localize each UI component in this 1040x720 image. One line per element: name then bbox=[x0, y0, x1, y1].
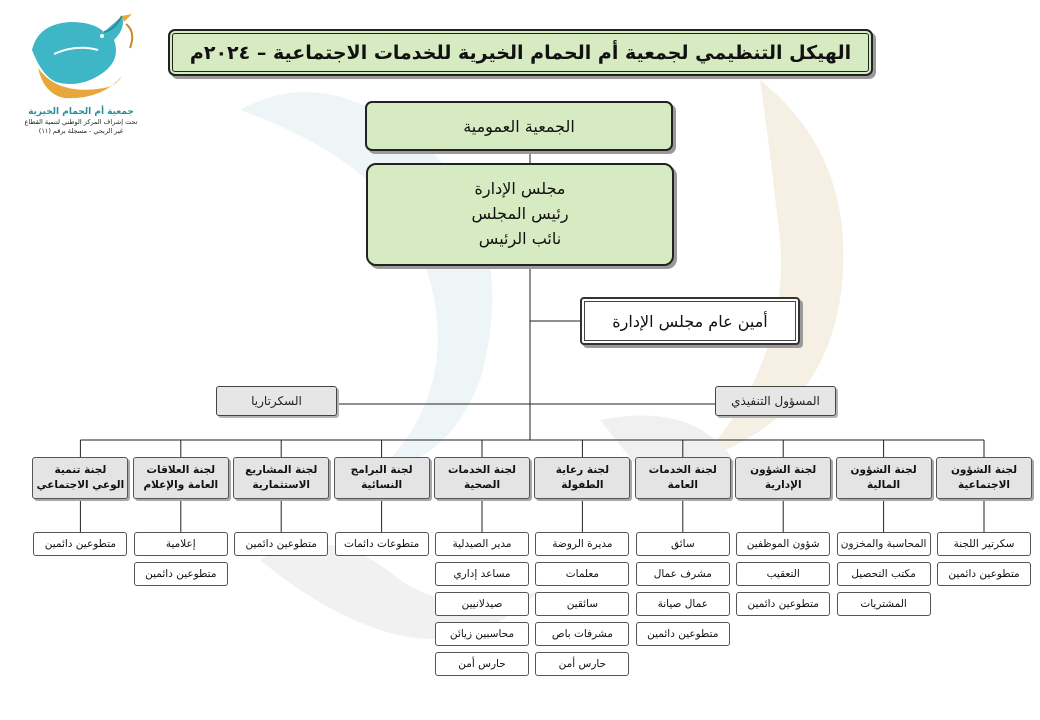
committee-item: مدير الصيدلية bbox=[435, 532, 529, 556]
general-assembly-box: الجمعية العمومية bbox=[365, 101, 673, 151]
executive-officer-label: المسؤول التنفيذي bbox=[731, 394, 820, 408]
committee-item: متطوعين دائمين bbox=[635, 622, 730, 646]
committee-item: معلمات bbox=[535, 562, 630, 586]
committee-title-line: لجنة الشؤون bbox=[750, 463, 817, 476]
committee-item: مساعد إداري bbox=[435, 562, 529, 586]
committee-item: مكتب التحصيل bbox=[836, 562, 931, 586]
committee-item: متطوعين دائمين bbox=[133, 562, 228, 586]
committee-box: لجنة الشؤون الإدارية bbox=[735, 457, 832, 499]
secretariat-box: السكرتاريا bbox=[216, 386, 337, 416]
logo-name: جمعية أم الحمام الخيرية bbox=[28, 107, 134, 117]
committee-item: شؤون الموظفين bbox=[736, 532, 831, 556]
committee-title-line: لجنة رعاية bbox=[555, 463, 610, 476]
committee-item: المحاسبة والمخزون bbox=[836, 532, 931, 556]
dove-logo-icon bbox=[32, 14, 134, 99]
committee-title-line: الاجتماعية bbox=[957, 479, 1011, 491]
committee-item: متطوعين دائمين bbox=[937, 562, 1031, 586]
committee-item: مديرة الروضة bbox=[535, 532, 630, 556]
chart-title: الهيكل التنظيمي لجمعية أم الحمام الخيرية… bbox=[168, 29, 873, 76]
committee-item: سكرتير اللجنة bbox=[937, 532, 1031, 556]
committee-box: لجنة الشؤون المالية bbox=[835, 457, 932, 499]
committee-item: حارس أمن bbox=[535, 652, 630, 676]
committee-item: مشرفات باص bbox=[535, 622, 630, 646]
committee-title-line: لجنة الخدمات bbox=[648, 463, 717, 476]
committee-item: متطوعات دائمات bbox=[334, 532, 429, 556]
board-box: مجلس الإدارة رئيس المجلس نائب الرئيس bbox=[366, 163, 674, 266]
board-secretary-label: أمين عام مجلس الإدارة bbox=[612, 311, 768, 331]
committee-item: سائقين bbox=[535, 592, 630, 616]
committee-box: لجنة الخدمات العامة bbox=[634, 457, 731, 499]
committee-title-line: العامة bbox=[667, 479, 698, 491]
committee-box: لجنة المشاريع الاستثمارية bbox=[233, 457, 330, 499]
logo-caption-1: تحت إشراف المركز الوطني لتنمية القطاع bbox=[24, 118, 138, 127]
committee-item: المشتريات bbox=[836, 592, 931, 616]
committee-title-line: لجنة البرامج bbox=[350, 463, 413, 476]
committee-item: إعلامية bbox=[133, 532, 228, 556]
committee-title-line: العامة والإعلام bbox=[143, 479, 219, 491]
committee-item: متطوعين دائمين bbox=[234, 532, 329, 556]
committee-title-line: الاستثمارية bbox=[252, 479, 311, 491]
committee-title-line: لجنة العلاقات bbox=[146, 463, 216, 476]
board-line-2: رئيس المجلس bbox=[471, 204, 569, 224]
committee-item: حارس أمن bbox=[435, 652, 529, 676]
committee-title-line: المالية bbox=[867, 479, 901, 491]
committee-box: لجنة رعاية الطفولة bbox=[534, 457, 631, 499]
committee-title-line: لجنة الشؤون bbox=[950, 463, 1018, 476]
committee-title-line: الإدارية bbox=[764, 479, 802, 491]
committee-item: محاسبين زيائن bbox=[435, 622, 529, 646]
committee-box: لجنة الخدمات الصحية bbox=[434, 457, 530, 499]
committee-item: متطوعين دائمين bbox=[33, 532, 128, 556]
committee-title-line: النسائية bbox=[361, 479, 403, 491]
general-assembly-label: الجمعية العمومية bbox=[463, 116, 575, 136]
committee-title-line: لجنة تنمية bbox=[54, 463, 107, 476]
board-line-3: نائب الرئيس bbox=[478, 228, 562, 248]
committee-title-line: الصحية bbox=[463, 479, 501, 491]
committee-box: لجنة العلاقات العامة والإعلام bbox=[132, 457, 229, 499]
committee-box: لجنة تنمية الوعي الاجتماعي bbox=[32, 457, 129, 499]
committee-title-line: لجنة المشاريع bbox=[245, 463, 318, 476]
logo: جمعية أم الحمام الخيرية تحت إشراف المركز… bbox=[18, 10, 144, 135]
committee-title-line: لجنة الشؤون bbox=[850, 463, 917, 476]
committee-item: عمال صيانة bbox=[635, 592, 730, 616]
committee-title-line: لجنة الخدمات bbox=[448, 463, 516, 476]
board-line-1: مجلس الإدارة bbox=[474, 179, 566, 199]
committee-title-line: الطفولة bbox=[561, 479, 604, 491]
committee-box: لجنة الشؤون الاجتماعية bbox=[936, 457, 1032, 499]
executive-officer-box: المسؤول التنفيذي bbox=[715, 386, 836, 416]
logo-caption-2: غير الربحي - مسجلة برقم (١١) bbox=[38, 126, 124, 135]
committee-item: صيدلانيين bbox=[435, 592, 529, 616]
committee-title-line: الوعي الاجتماعي bbox=[36, 479, 125, 491]
committee-item: مشرف عمال bbox=[635, 562, 730, 586]
chart-title-text: الهيكل التنظيمي لجمعية أم الحمام الخيرية… bbox=[189, 41, 852, 64]
committee-box: لجنة البرامج النسائية bbox=[333, 457, 430, 499]
committee-item: متطوعين دائمين bbox=[736, 592, 831, 616]
committee-item: سائق bbox=[635, 532, 730, 556]
secretariat-label: السكرتاريا bbox=[251, 394, 302, 408]
committee-item: التعقيب bbox=[736, 562, 831, 586]
board-secretary-box: أمين عام مجلس الإدارة bbox=[580, 297, 800, 345]
